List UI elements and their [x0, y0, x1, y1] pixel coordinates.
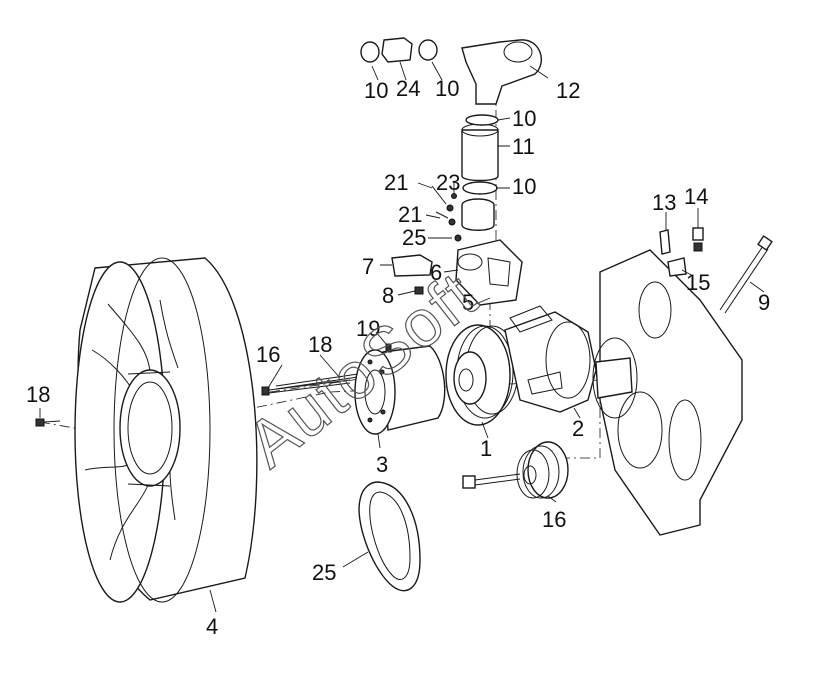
callout-13: 13 [652, 190, 676, 215]
fan-hub-part-3 [354, 345, 446, 435]
pipe-part-9 [719, 235, 773, 314]
thermostat-housing-part-5-6 [455, 239, 523, 306]
callout-21b: 18 [26, 382, 50, 407]
callout-10c: 10 [512, 106, 536, 131]
callout-25a: 25 [402, 225, 426, 250]
leader-lines [39, 61, 765, 613]
plug-part-8 [414, 286, 424, 295]
pump-pulley-part-1 [445, 324, 519, 426]
callout-15: 15 [686, 270, 710, 295]
callout-19: 21 [398, 202, 422, 227]
fasteners-parts-19-20-23-25 [431, 185, 462, 242]
callout-5: 5 [462, 290, 474, 315]
callout-1: 1 [480, 436, 492, 461]
bolt-part-21-left [35, 418, 61, 427]
callout-10d: 10 [512, 174, 536, 199]
callout-labels: 10 24 10 12 10 11 21 23 10 21 25 7 6 8 5… [26, 76, 770, 639]
timing-cover [592, 249, 743, 536]
pin-part-22 [385, 343, 392, 353]
bracket-parts-13-14-15 [659, 227, 704, 277]
callout-14: 14 [684, 184, 708, 209]
callout-6: 6 [430, 260, 442, 285]
callout-20: 21 [384, 170, 408, 195]
pump-body-part-2 [504, 305, 597, 413]
callout-22: 19 [356, 316, 380, 341]
callout-11: 11 [512, 134, 535, 159]
callout-2: 2 [572, 416, 584, 441]
callout-21a: 16 [256, 342, 280, 367]
callout-9: 9 [758, 290, 770, 315]
stud-parts-18-21 [261, 373, 359, 396]
callout-3: 3 [376, 452, 388, 477]
belt-part-25 [358, 481, 421, 592]
callout-4: 4 [206, 614, 218, 639]
coolant-pipe-parts-10-11-12-24 [360, 37, 542, 231]
fan-part-4 [74, 257, 258, 603]
callout-10b: 10 [435, 76, 459, 101]
idler-pulley-part-16 [462, 441, 569, 499]
callout-24: 24 [396, 76, 420, 101]
callout-16: 16 [542, 507, 566, 532]
callout-12: 12 [556, 78, 580, 103]
callout-18: 18 [308, 332, 332, 357]
callout-10a: 10 [364, 78, 388, 103]
callout-8: 8 [382, 283, 394, 308]
callout-25b: 25 [312, 560, 336, 585]
hose-part-7 [391, 254, 433, 277]
callout-7: 7 [362, 254, 374, 279]
callout-23: 23 [436, 170, 460, 195]
